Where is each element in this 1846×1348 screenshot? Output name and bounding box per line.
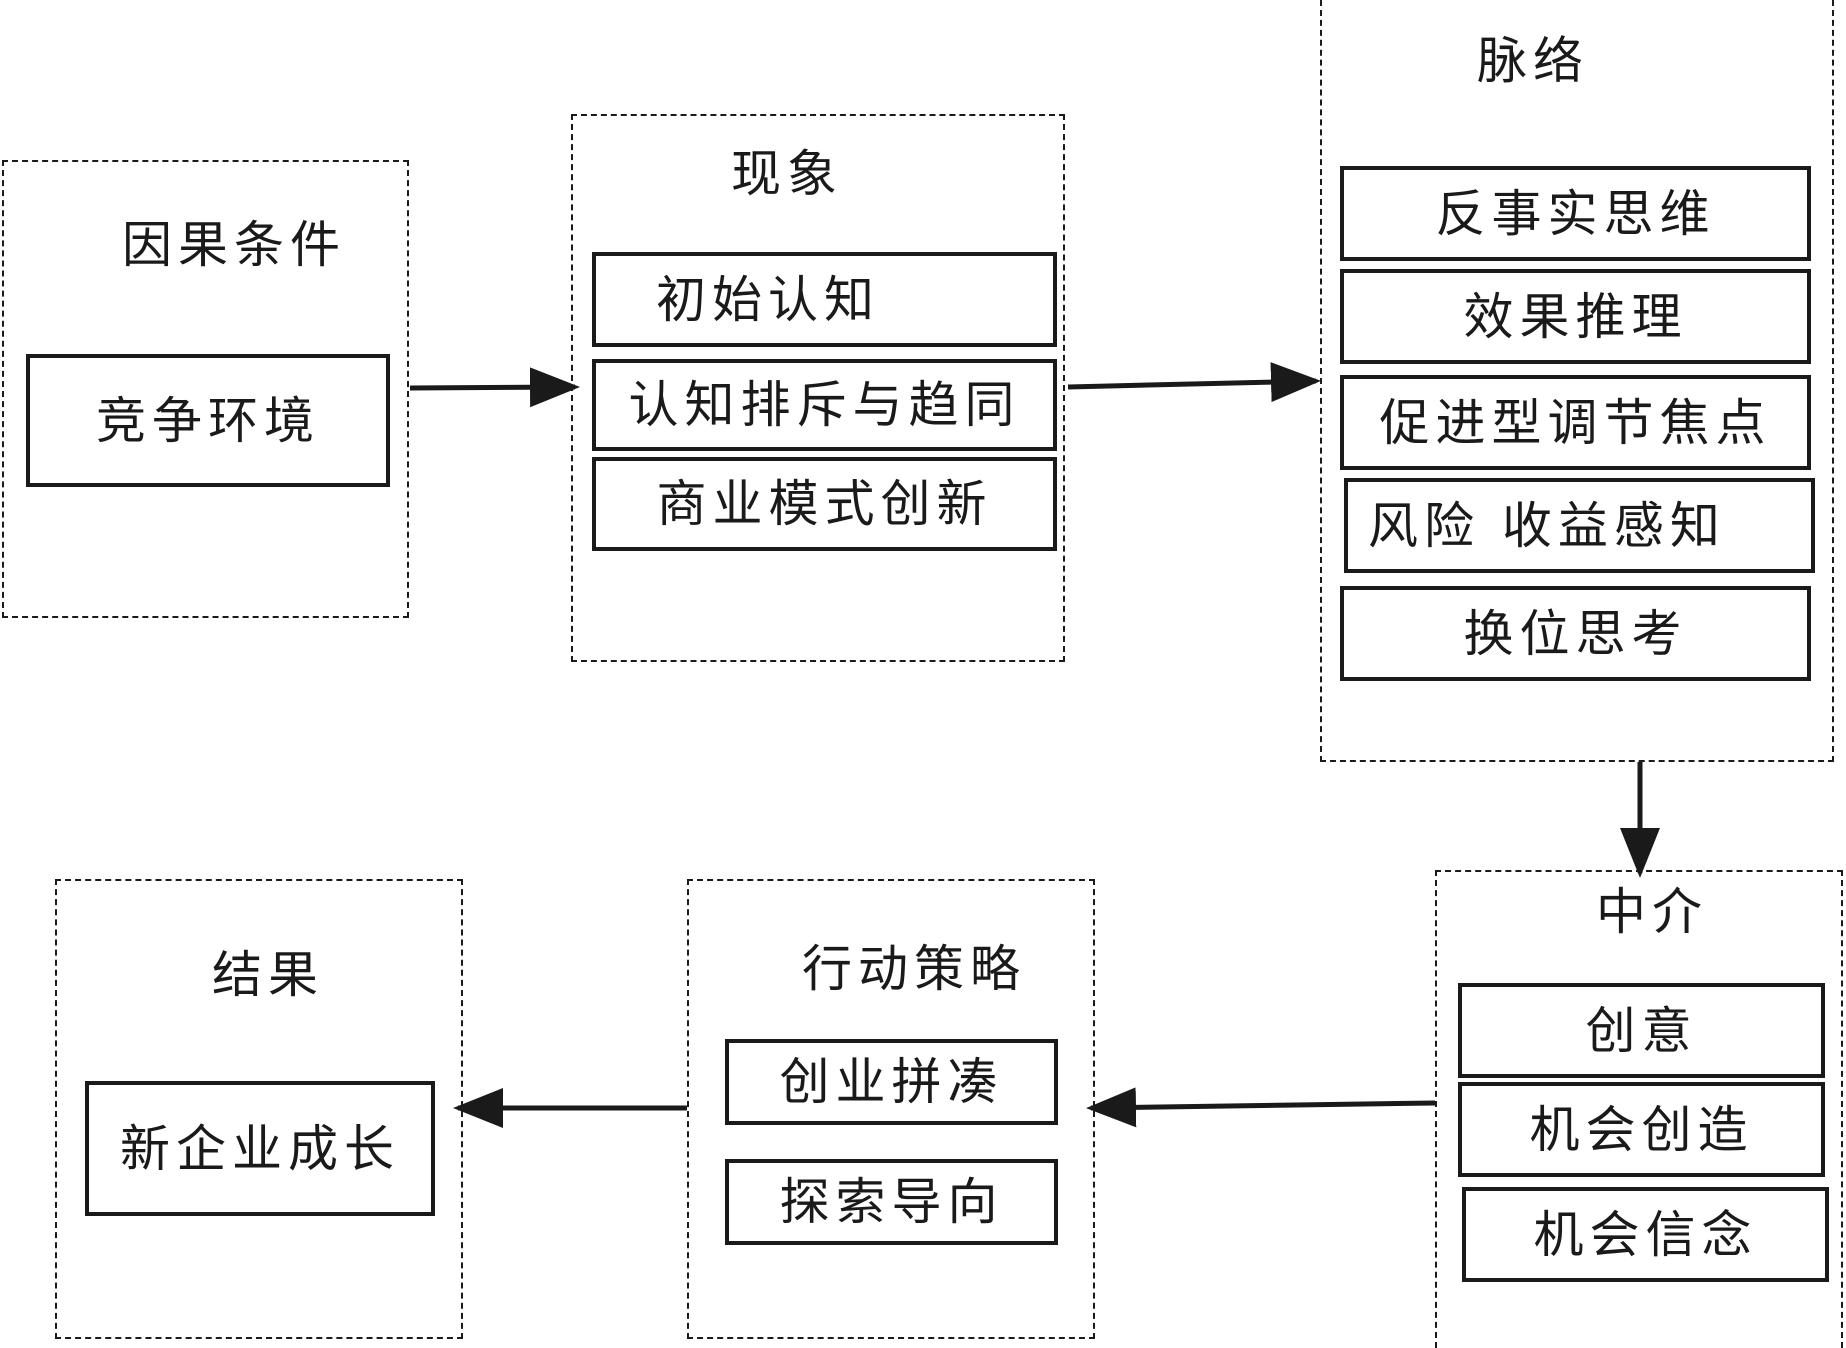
arrow-mediator-to-strategy [1086, 1087, 1436, 1128]
context-item-promotion-focus: 促进型调节焦点 [1340, 375, 1811, 470]
strategy-item-exploration: 探索导向 [725, 1159, 1058, 1245]
strategy-item-bricolage: 创业拼凑 [725, 1039, 1058, 1125]
context-item-risk-benefit-perception: 风险 收益感知 [1344, 478, 1815, 573]
mediator-item-opportunity-belief: 机会信念 [1462, 1187, 1829, 1282]
mediator-item-opportunity-creation: 机会创造 [1458, 1082, 1825, 1177]
group-mediator [1435, 870, 1843, 1348]
context-item-counterfactual-thinking: 反事实思维 [1340, 166, 1811, 261]
context-item-effectuation: 效果推理 [1340, 269, 1811, 364]
group-context [1320, 0, 1834, 762]
outcome-title: 结果 [212, 946, 324, 1004]
causal-item-competitive-environment: 竞争环境 [26, 354, 390, 487]
mediator-title: 中介 [1596, 883, 1708, 941]
arrow-causal-to-phenomenon [409, 367, 580, 408]
group-action-strategy [687, 879, 1095, 1339]
phenomenon-item-cognitive-exclusion: 认知排斥与趋同 [592, 359, 1057, 451]
group-causal-conditions [2, 160, 409, 618]
phenomenon-item-business-model-innovation: 商业模式创新 [592, 457, 1057, 551]
group-phenomenon [571, 114, 1065, 662]
mediator-item-creativity: 创意 [1458, 983, 1825, 1078]
group-outcome [55, 879, 463, 1339]
context-title: 脉络 [1477, 32, 1589, 90]
phenomenon-item-initial-cognition: 初始认知 [592, 252, 1057, 347]
outcome-item-new-venture-growth: 新企业成长 [85, 1081, 435, 1216]
causal-conditions-title: 因果条件 [122, 216, 346, 274]
arrow-phenomenon-to-context [1067, 362, 1321, 403]
phenomenon-title: 现象 [731, 145, 843, 203]
context-item-perspective-taking: 换位思考 [1340, 586, 1811, 681]
action-strategy-title: 行动策略 [802, 940, 1026, 998]
